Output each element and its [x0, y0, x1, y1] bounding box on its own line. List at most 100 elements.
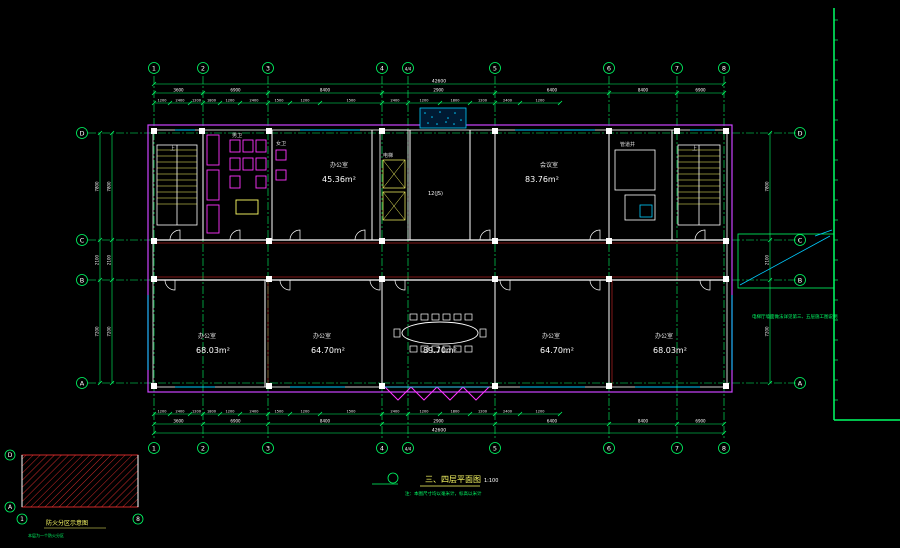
window-markers [147, 129, 733, 388]
key-row-bubble-1 [4, 501, 16, 513]
dim-right-tick-0 [767, 130, 773, 136]
dim-bot-sub-tick-0 [151, 411, 157, 417]
dim-top-sub-tick-3 [200, 100, 206, 106]
axis-label-col-6-1: 6 [607, 445, 611, 453]
dim-top-sub-label-3: 1800 [207, 99, 216, 103]
axis-bubble-col-4-0 [402, 62, 414, 74]
axis-label-row-0-0: D [79, 130, 84, 138]
axis-bubble-row-0-1 [794, 127, 806, 139]
axis-bubble-col-2-0 [262, 62, 274, 74]
dim-right-tick-2 [767, 277, 773, 283]
room-2-area: 83.76m² [525, 175, 559, 184]
dim-top-sub-tick-10 [405, 100, 411, 106]
axis-label-col-3-1: 4 [380, 445, 384, 453]
wc-female-label: 女卫 [276, 140, 286, 147]
dim-top-spans-label-2: 8400 [320, 88, 331, 93]
dim-right-label-1: 2100 [765, 254, 770, 265]
dim-top-spans-label-3: 2900 [433, 88, 444, 93]
dim-bot-spans-label-0: 3600 [173, 419, 184, 424]
dim-top-spans-tick-3 [379, 90, 385, 96]
dim-bot-sub-label-10: 1200 [420, 410, 429, 414]
dim-bot-spans-label-5: 8400 [638, 419, 649, 424]
stair-left-up: 上 [170, 145, 175, 152]
dim-left-tick-3 [97, 380, 103, 386]
stair-right [677, 144, 721, 226]
axis-label-col-0-1: 1 [152, 445, 156, 453]
dim-bot-total-tick-0 [151, 430, 157, 436]
dim-top-total-label-0: 42600 [432, 79, 446, 85]
dim-top-sub-tick-2 [187, 100, 193, 106]
key-row-bubble-0 [4, 449, 16, 461]
dim-bot-spans-tick-2 [265, 421, 271, 427]
dim-top-total-tick-1 [721, 81, 727, 87]
dim-bot-sub-label-11: 1800 [451, 410, 460, 414]
dim-bot-sub-label-6: 1500 [275, 410, 284, 414]
dim-bot-spans-tick-4 [492, 421, 498, 427]
dim-top-spans-label-1: 6900 [230, 88, 241, 93]
axis-label-row-2-0: B [80, 277, 84, 285]
key-row-label-1: A [8, 504, 13, 511]
dim-bot-spans-label-3: 2900 [433, 419, 444, 424]
dim-top-sub-label-8: 1500 [347, 99, 356, 103]
key-col-bubble-0 [16, 513, 28, 525]
key-row-label-0: D [8, 452, 13, 459]
dim-bot-sub-label-7: 1200 [301, 410, 310, 414]
axis-bubble-col-6-1 [603, 442, 615, 454]
axis-label-row-2-1: B [798, 277, 802, 285]
room-3-name: 办公室 [198, 332, 216, 340]
dim-top-spans-tick-1 [200, 90, 206, 96]
axis-label-col-4-1: 4/4 [405, 447, 412, 452]
axis-bubble-row-0-0 [76, 127, 88, 139]
axis-bubble-col-5-1 [489, 442, 501, 454]
toilet-fixtures [206, 134, 287, 234]
dim-left-label-1: 2100 [95, 254, 100, 265]
dim-top-sub-label-0: 1200 [158, 99, 167, 103]
dim-top-sub-label-11: 1800 [451, 99, 460, 103]
axis-bubble-row-2-0 [76, 274, 88, 286]
axis-bubble-col-8-1 [718, 442, 730, 454]
axis-label-col-5-0: 5 [493, 65, 497, 73]
axis-label-row-0-1: D [797, 130, 802, 138]
dim-top-sub-label-5: 2400 [250, 99, 259, 103]
room-1-name: 办公室 [330, 161, 348, 169]
axis-bubble-col-0-1 [148, 442, 160, 454]
axis-bubble-row-3-1 [794, 377, 806, 389]
room-3-area: 68.03m² [196, 346, 230, 355]
dim-top-spans-label-5: 8400 [638, 88, 649, 93]
axis-label-row-3-0: A [80, 380, 85, 388]
drawing-title: 三、四层平面图 [425, 475, 481, 484]
dim-left-inner-tick-1 [109, 237, 115, 243]
wc-male-label: 男卫 [232, 133, 242, 139]
room-7-area: 68.03m² [653, 346, 687, 355]
dim-top-sub-label-10: 1200 [420, 99, 429, 103]
room-1-area: 45.36m² [322, 175, 356, 184]
dim-top-sub-tick-12 [467, 100, 473, 106]
axis-label-col-0-0: 1 [152, 65, 156, 73]
dim-top-spans-label-4: 6400 [547, 88, 558, 93]
dim-top-spans-tick-2 [265, 90, 271, 96]
dim-bot-sub-tick-10 [405, 411, 411, 417]
dim-bot-spans-label-2: 8400 [320, 419, 331, 424]
dim-left-inner-label-2: 7200 [107, 326, 112, 337]
dim-top-spans-tick-7 [721, 90, 727, 96]
doors [164, 229, 711, 291]
axis-bubble-col-1-0 [197, 62, 209, 74]
room-2-name: 会议室 [540, 161, 558, 169]
axis-bubble-col-6-0 [603, 62, 615, 74]
dim-top-sub-label-13: 2400 [503, 99, 512, 103]
axis-label-col-8-1: 8 [722, 445, 726, 453]
dim-left-tick-2 [97, 277, 103, 283]
axis-label-col-1-1: 2 [201, 445, 205, 453]
dim-bot-sub-tick-4 [217, 411, 223, 417]
dim-bot-sub-label-1: 2400 [176, 410, 185, 414]
axis-bubble-col-5-0 [489, 62, 501, 74]
dim-top-spans-tick-4 [492, 90, 498, 96]
room-4-area: 64.70m² [311, 346, 345, 355]
axis-bubble-col-0-0 [148, 62, 160, 74]
room-5-area: 89.70m² [423, 346, 457, 355]
dim-bot-sub-tick-2 [187, 411, 193, 417]
balcony-hatch [419, 107, 467, 129]
dim-bot-spans-tick-6 [674, 421, 680, 427]
dim-left-inner-tick-3 [109, 380, 115, 386]
